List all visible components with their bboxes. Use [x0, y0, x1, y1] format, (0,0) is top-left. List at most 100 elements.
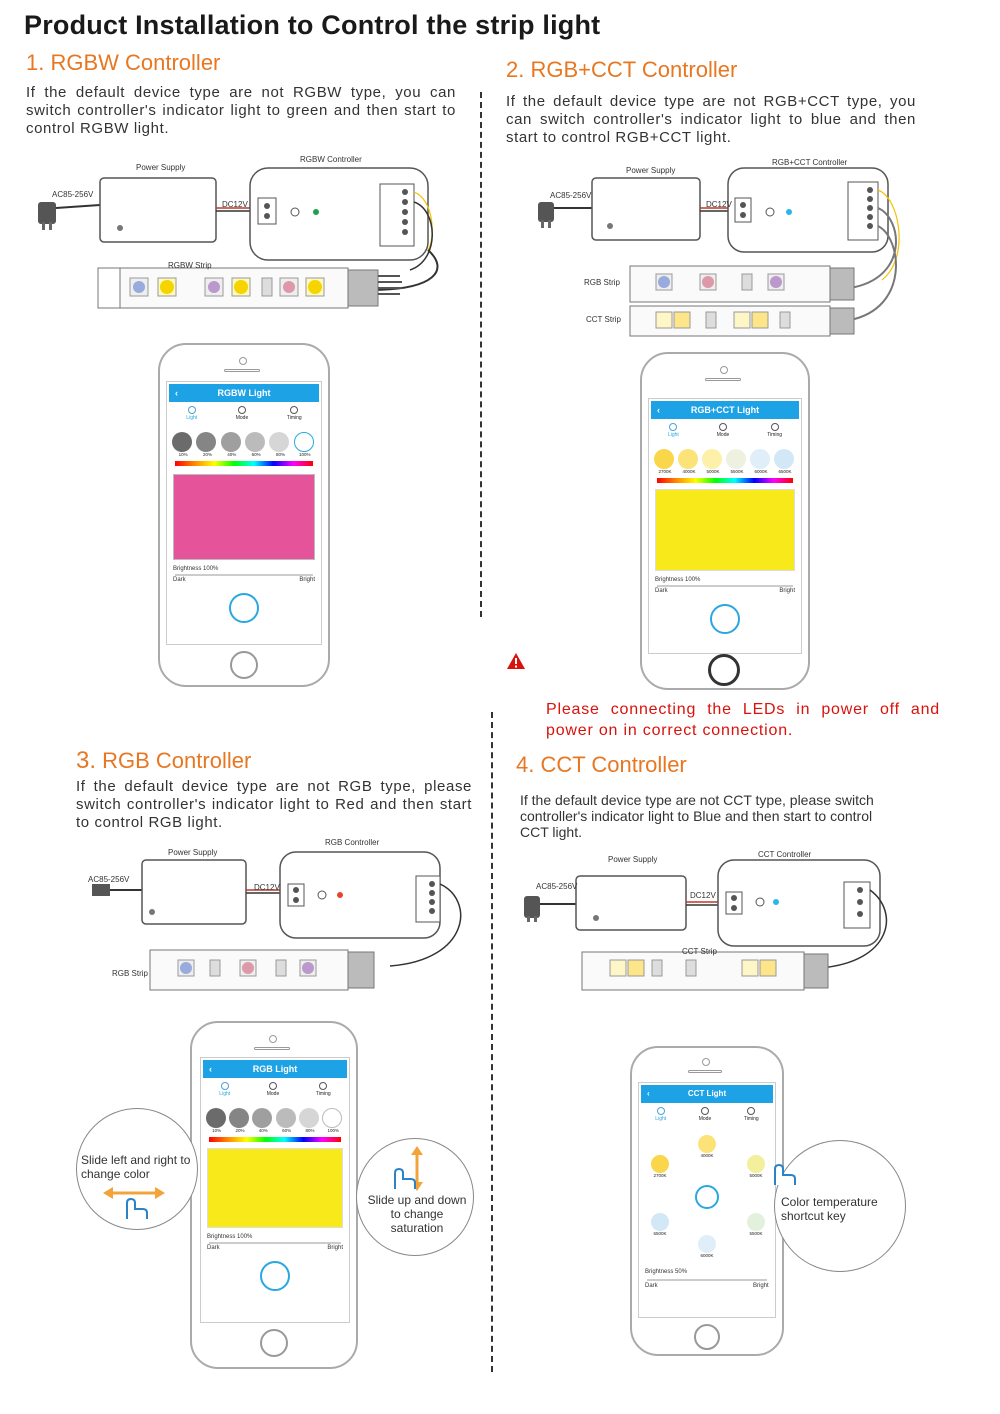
back-icon[interactable]: ‹ — [175, 388, 178, 398]
swatch-40[interactable]: 40% — [252, 1108, 274, 1133]
color-slider[interactable] — [175, 461, 313, 466]
home-button[interactable] — [230, 651, 258, 679]
section3-description: If the default device type are not RGB t… — [76, 778, 472, 831]
swatch-5500k[interactable]: 5500K — [726, 449, 748, 474]
section1-heading: 1. RGBW Controller — [26, 50, 221, 75]
phone-speaker — [269, 1035, 277, 1043]
swatch-80[interactable]: 80% — [298, 1108, 321, 1133]
tab-light[interactable]: Light — [219, 1082, 230, 1104]
warning-text: Please connecting the LEDs in power off … — [546, 701, 940, 739]
phone-speaker — [239, 357, 247, 365]
swatch-2700k[interactable]: 2700K — [654, 449, 676, 474]
brightness-label: Brightness 100% — [207, 1234, 253, 1240]
section2-heading: 2. RGB+CCT Controller — [506, 57, 738, 82]
section4-strip-label: CCT Strip — [682, 947, 717, 956]
section3-app-bar: ‹ RGB Light — [203, 1060, 347, 1078]
swatch-60[interactable]: 60% — [245, 432, 267, 457]
tab-mode[interactable]: Mode — [699, 1107, 711, 1129]
tab-timing[interactable]: Timing — [316, 1082, 331, 1104]
alarm-clock-icon — [319, 1082, 328, 1090]
section3-wiring-diagram — [92, 851, 462, 991]
bright-label: Bright — [753, 1283, 769, 1289]
tab-timing[interactable]: Timing — [744, 1107, 759, 1129]
plug-icon — [38, 202, 101, 230]
brightness-label: Brightness 100% — [655, 577, 701, 583]
section4-app-title: CCT Light — [687, 1089, 727, 1098]
color-temp-text: Color temperature shortcut key — [781, 1195, 878, 1223]
swatch-60[interactable]: 60% — [275, 1108, 298, 1133]
section1-app-title: RGBW Light — [217, 388, 271, 398]
temp-6000k[interactable]: 6000K — [698, 1235, 718, 1258]
section1-color-preview[interactable] — [173, 474, 315, 560]
color-slider[interactable] — [209, 1137, 341, 1142]
slide-color-text: Slide left and right to change color — [81, 1153, 191, 1181]
power-icon[interactable] — [695, 1185, 719, 1209]
swatch-4000k[interactable]: 4000K — [678, 449, 700, 474]
section4-power-supply-label: Power Supply — [608, 855, 658, 864]
back-icon[interactable]: ‹ — [647, 1089, 650, 1098]
swatch-100[interactable]: 100% — [322, 1108, 344, 1133]
brightness-slider[interactable] — [647, 1279, 767, 1281]
tab-mode[interactable]: Mode — [236, 406, 248, 428]
tab-mode[interactable]: Mode — [717, 423, 729, 445]
swatch-80[interactable]: 80% — [269, 432, 291, 457]
bulb-icon — [187, 406, 196, 414]
swatch-6500k[interactable]: 6500K — [774, 449, 796, 474]
swatch-10[interactable]: 10% — [205, 1108, 228, 1133]
temp-2700k[interactable]: 2700K — [651, 1155, 671, 1178]
color-slider[interactable] — [657, 478, 793, 483]
tab-timing[interactable]: Timing — [767, 423, 782, 445]
color-temp-bubble: Color temperature shortcut key — [774, 1140, 906, 1272]
section2-controller-label: RGB+CCT Controller — [772, 158, 848, 167]
section2-app-screen: ‹ RGB+CCT Light Light Mode Timing 2700K … — [648, 398, 802, 654]
plug-icon — [538, 202, 592, 228]
swatch-40[interactable]: 40% — [220, 432, 243, 457]
home-button[interactable] — [708, 654, 740, 686]
home-button[interactable] — [694, 1324, 720, 1350]
tab-mode[interactable]: Mode — [267, 1082, 279, 1104]
tab-light[interactable]: Light — [668, 423, 679, 445]
tab-light[interactable]: Light — [186, 406, 197, 428]
section4-app-screen: ‹ CCT Light Light Mode Timing 4000K 2700… — [638, 1082, 776, 1318]
temp-5000k[interactable]: 5000K — [747, 1155, 767, 1178]
section4-controller-label: CCT Controller — [758, 850, 812, 859]
section3-color-preview[interactable] — [207, 1148, 343, 1228]
temp-5500k[interactable]: 5500K — [747, 1213, 767, 1236]
section3-power-supply-label: Power Supply — [168, 848, 218, 857]
swatch-20[interactable]: 20% — [228, 1108, 251, 1133]
mode-icon — [719, 423, 727, 431]
swatch-6000k[interactable]: 6000K — [750, 449, 772, 474]
section3-heading: 3. RGB Controller — [76, 747, 252, 774]
bulb-icon — [656, 1107, 665, 1115]
back-icon[interactable]: ‹ — [209, 1064, 212, 1074]
section1-wiring-diagram — [38, 167, 439, 309]
dark-label: Dark — [655, 588, 668, 594]
section4-heading: 4. CCT Controller — [516, 752, 687, 777]
tab-light[interactable]: Light — [655, 1107, 666, 1129]
section2-rgb-strip-label: RGB Strip — [584, 278, 621, 287]
section2-color-preview[interactable] — [655, 489, 795, 571]
brightness-slider[interactable] — [657, 585, 793, 587]
brightness-slider[interactable] — [209, 1242, 341, 1244]
home-button[interactable] — [260, 1329, 288, 1357]
back-icon[interactable]: ‹ — [657, 405, 660, 415]
temp-6500k[interactable]: 6500K — [651, 1213, 671, 1236]
section4-wiring-diagram — [524, 859, 888, 991]
power-icon[interactable] — [260, 1261, 290, 1291]
swatch-100[interactable]: 100% — [293, 432, 316, 457]
section2-app-bar: ‹ RGB+CCT Light — [651, 401, 799, 419]
section4-app-bar: ‹ CCT Light — [641, 1085, 773, 1103]
swatch-20[interactable]: 20% — [196, 432, 218, 457]
swatch-10[interactable]: 10% — [172, 432, 194, 457]
swatch-5000k[interactable]: 5000K — [702, 449, 724, 474]
section3-app-title: RGB Light — [252, 1064, 298, 1074]
vertical-divider-bottom — [491, 712, 493, 1372]
section1-app-bar: ‹ RGBW Light — [169, 384, 319, 402]
power-icon[interactable] — [710, 604, 740, 634]
temp-4000k[interactable]: 4000K — [698, 1135, 718, 1158]
section1-ac-label: AC85-256V — [52, 190, 94, 199]
tab-timing[interactable]: Timing — [287, 406, 302, 428]
section1-strip-label: RGBW Strip — [168, 261, 212, 270]
brightness-slider[interactable] — [175, 574, 313, 576]
power-icon[interactable] — [229, 593, 259, 623]
